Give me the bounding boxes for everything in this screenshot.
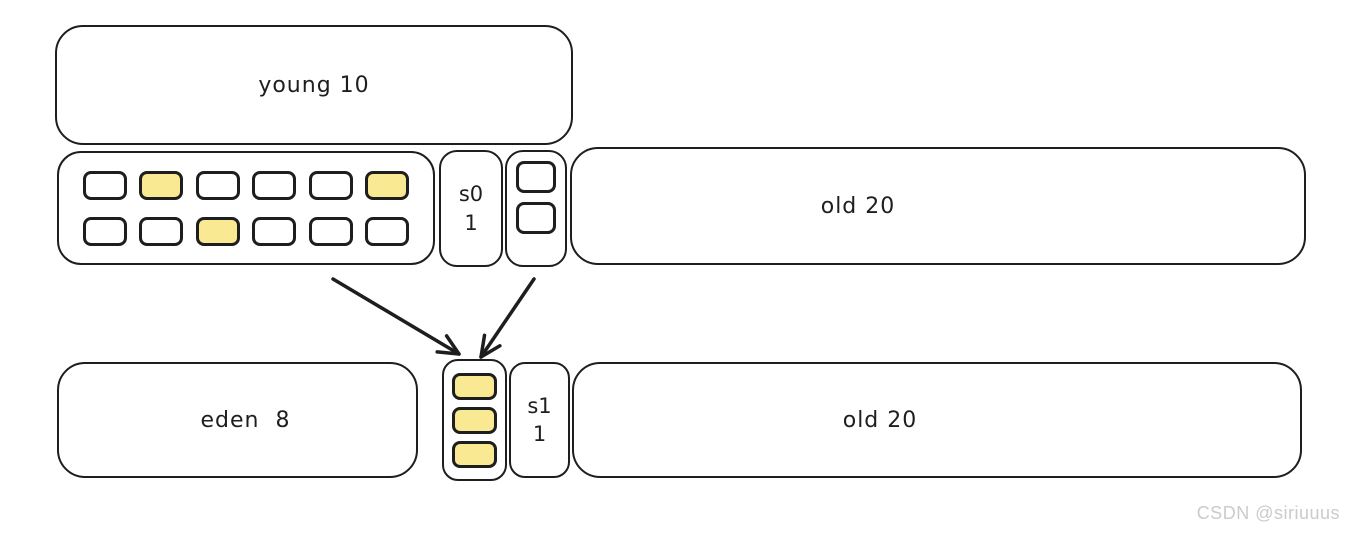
survivor-s0-count: 1 xyxy=(464,210,478,235)
arrow-from-eden-head xyxy=(435,334,461,356)
empty-cell xyxy=(195,170,240,200)
survivor-s0-label: s0 xyxy=(458,182,484,207)
empty-cell xyxy=(364,216,409,246)
survivor-s1-count: 1 xyxy=(532,422,547,446)
occupied-cell xyxy=(364,170,409,200)
eden-cells-row-2 xyxy=(83,216,409,246)
occupied-cell xyxy=(452,372,497,400)
survivor-s1-box: s1 1 xyxy=(509,362,570,478)
arrow-from-eden xyxy=(331,277,461,356)
survivor-s1-cells-box xyxy=(442,359,507,481)
arrow-from-s0-head xyxy=(479,333,502,359)
old-gen-label-bottom: old 20 xyxy=(842,407,918,433)
survivor-s0-box: s0 1 xyxy=(439,150,503,267)
empty-cell xyxy=(516,202,556,234)
old-gen-box-top: old 20 xyxy=(570,147,1306,265)
occupied-cell xyxy=(452,440,497,468)
occupied-cell xyxy=(139,170,184,200)
old-gen-box-bottom: old 20 xyxy=(572,362,1302,478)
young-gen-box: young 10 xyxy=(55,25,573,145)
eden-cells-row-1 xyxy=(83,170,409,200)
arrow-from-s0 xyxy=(479,277,536,359)
eden-label: eden 8 xyxy=(200,407,291,433)
survivor-s0-cells-box xyxy=(505,150,567,267)
young-gen-label: young 10 xyxy=(258,72,370,98)
empty-cell xyxy=(308,170,353,200)
empty-cell xyxy=(252,216,297,246)
old-gen-label-top: old 20 xyxy=(820,193,896,219)
survivor-s1-label: s1 xyxy=(527,393,552,418)
empty-cell xyxy=(308,216,353,246)
empty-cell xyxy=(252,170,297,200)
empty-cell xyxy=(83,170,127,200)
empty-cell xyxy=(83,216,127,246)
empty-cell xyxy=(139,216,184,246)
occupied-cell xyxy=(452,406,497,434)
eden-box: eden 8 xyxy=(57,362,418,478)
csdn-watermark: CSDN @siriuuus xyxy=(1196,503,1340,523)
occupied-cell xyxy=(195,216,240,246)
young-eden-cells-box xyxy=(57,151,435,265)
empty-cell xyxy=(516,161,556,193)
